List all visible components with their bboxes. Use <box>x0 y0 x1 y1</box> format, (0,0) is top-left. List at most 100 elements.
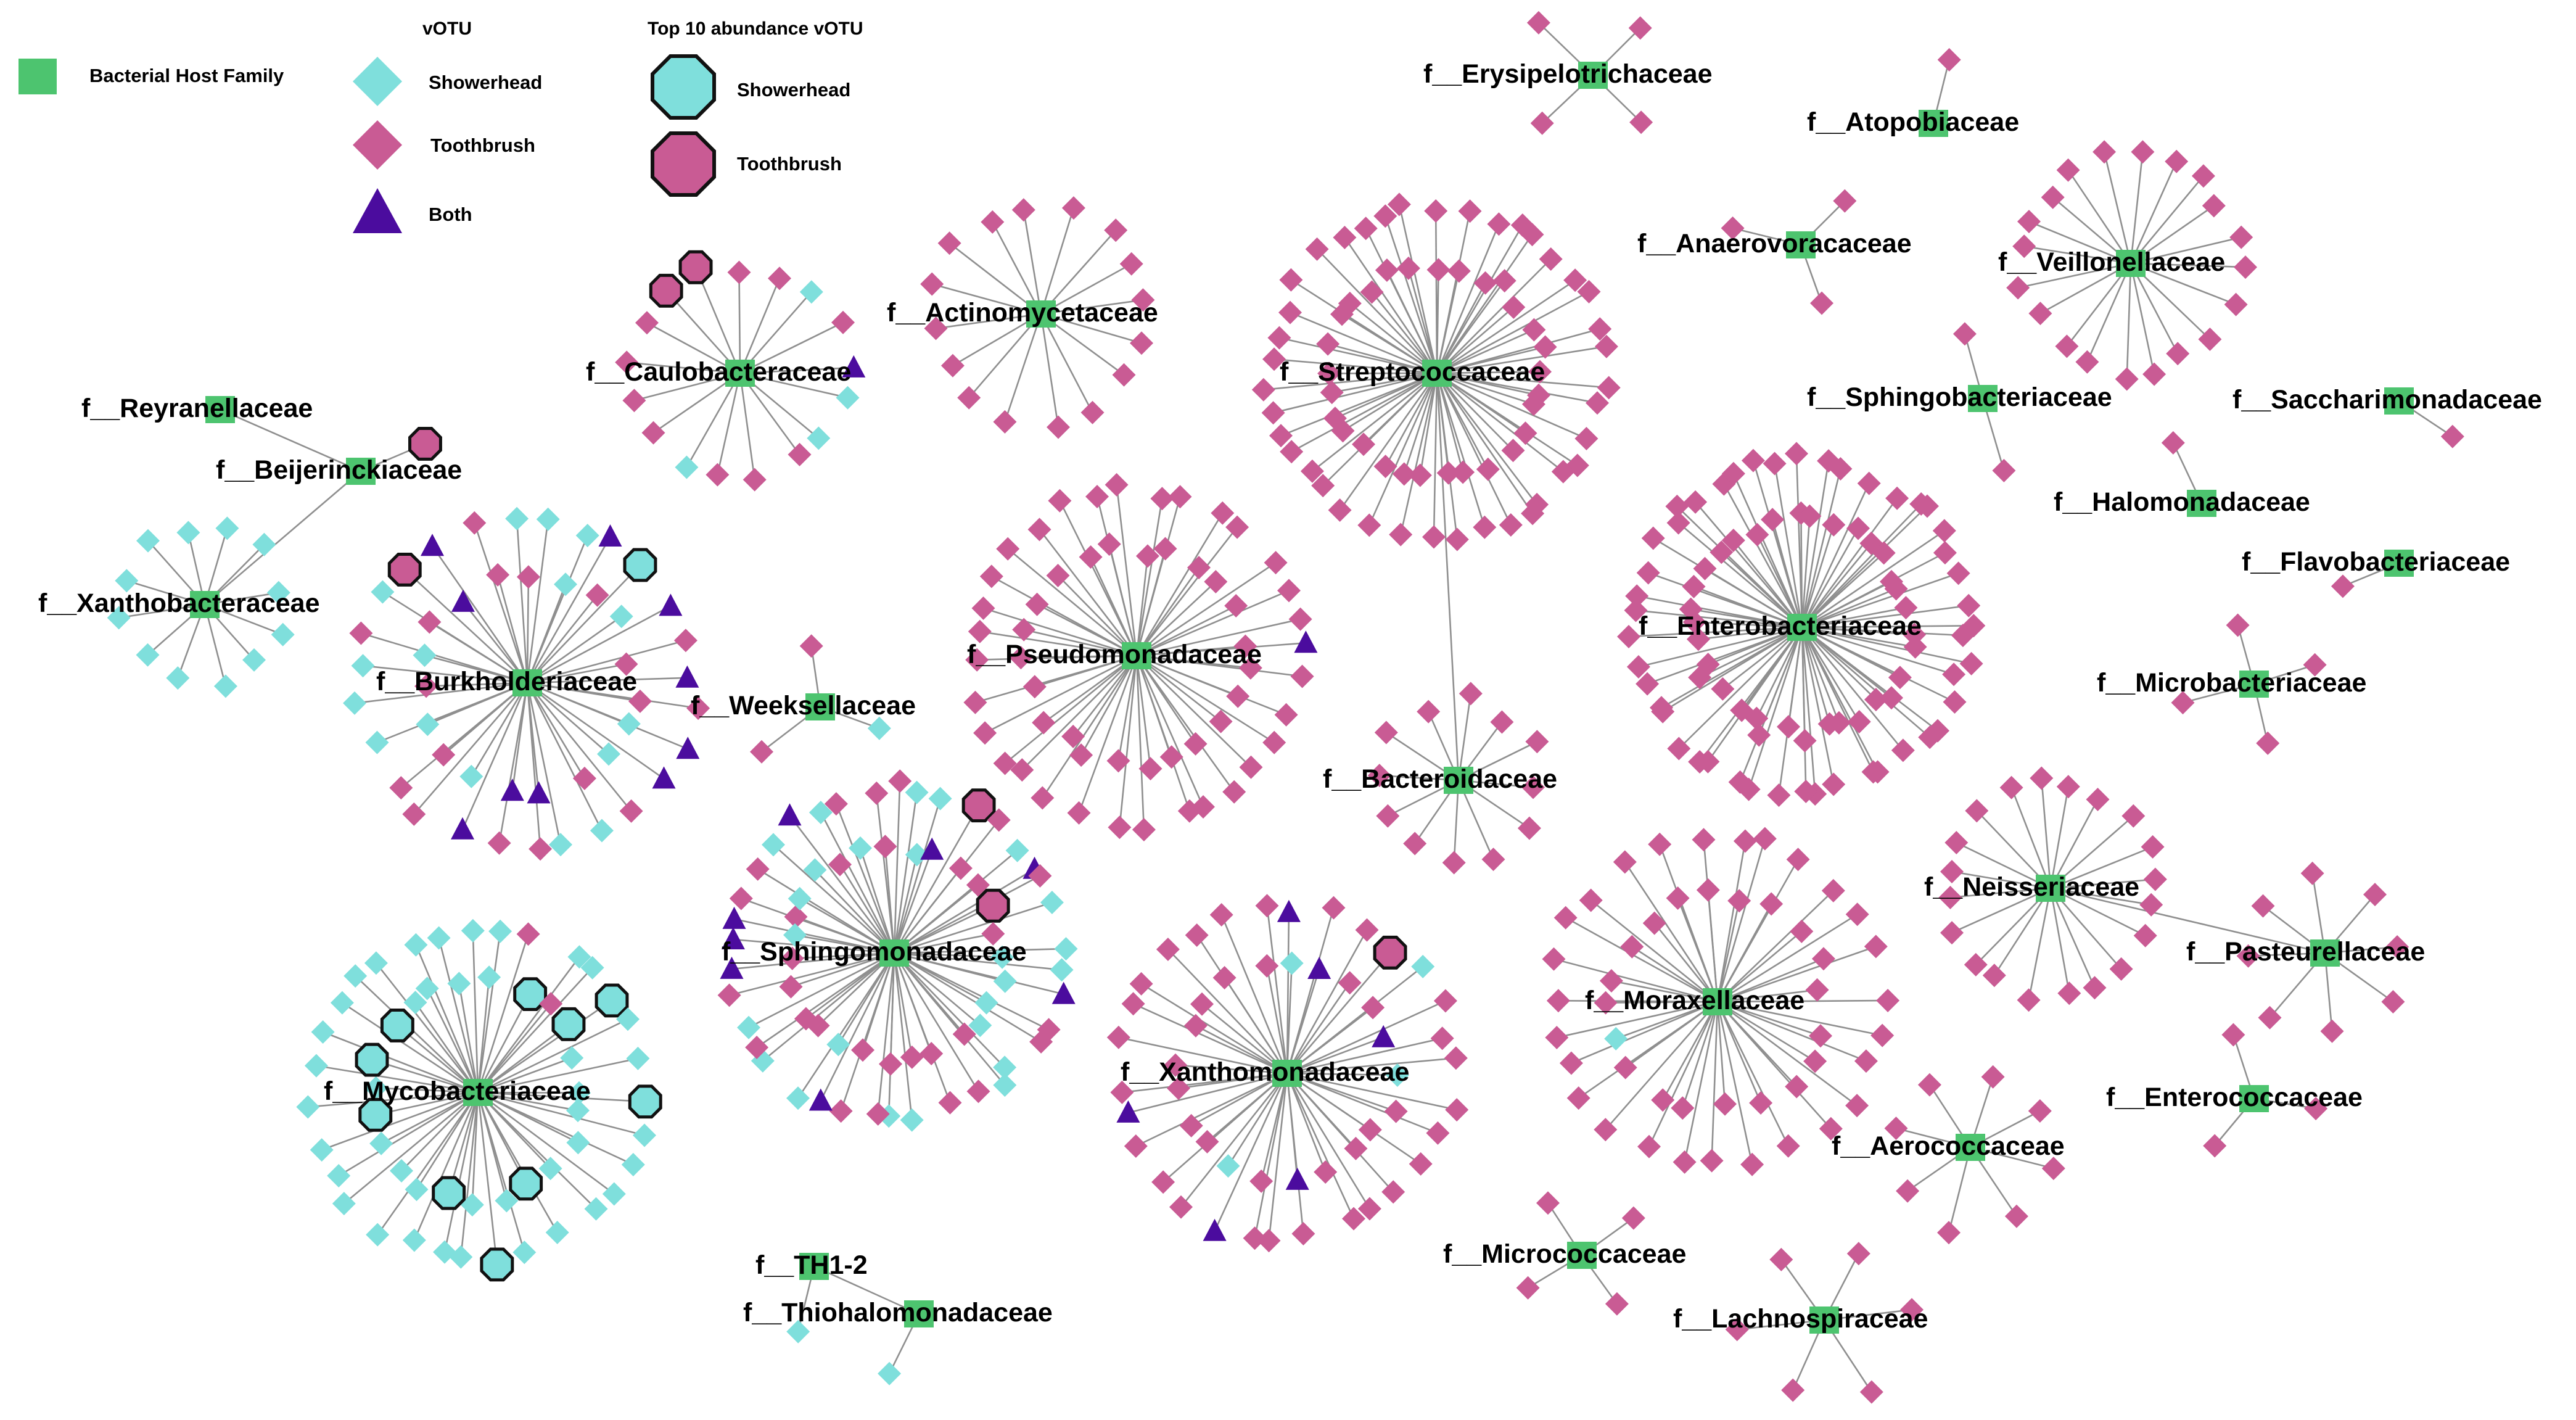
family-label-anaerovoracaceae: f__Anaerovoracaceae <box>1637 229 1912 258</box>
edge-enterobacteriaceae <box>1647 626 1803 685</box>
edge-burkholderiaceae <box>527 682 688 750</box>
votu-toothbrush-diamond <box>1204 570 1228 593</box>
edge-sphingomonadaceae <box>762 952 895 1062</box>
edge-xanthomonadaceae <box>1286 952 1391 1074</box>
votu-showerhead-diamond <box>369 1131 393 1155</box>
edge-burkholderiaceae <box>526 682 603 832</box>
votu-toothbrush-diamond <box>414 674 438 698</box>
edge-actinomycetaceae <box>1040 313 1142 344</box>
edge-sphingomonadaceae <box>894 947 1066 954</box>
votu-toothbrush-diamond <box>1579 888 1603 912</box>
edge-neisseriaceae <box>2050 887 2146 936</box>
edge-actinomycetaceae <box>1040 229 1117 315</box>
edge-streptococcaceae <box>1436 372 1609 389</box>
edge-moraxellaceae <box>1615 1001 1718 1040</box>
edge-streptococcaceae <box>1344 237 1438 374</box>
host-node-microbacteriaceae <box>2239 671 2269 698</box>
edge-mycobacteriaceae <box>426 988 479 1093</box>
edge-mycobacteriaceae <box>477 931 501 1093</box>
votu-toothbrush-diamond <box>1637 1134 1661 1158</box>
votu-toothbrush-diamond <box>1937 47 1961 72</box>
votu-toothbrush-diamond <box>1727 889 1751 913</box>
votu-toothbrush-diamond <box>1195 1129 1219 1154</box>
edge-enterobacteriaceae <box>1801 626 1938 732</box>
votu-toothbrush-diamond <box>1559 1051 1583 1075</box>
votu-toothbrush-diamond <box>851 1038 874 1062</box>
edge-enterobacteriaceae <box>1695 502 1803 628</box>
edge-sphingomonadaceae <box>893 952 913 1120</box>
votu-showerhead-diamond <box>166 666 190 690</box>
votu-toothbrush-diamond <box>432 743 456 767</box>
votu-toothbrush-diamond <box>966 1079 990 1104</box>
votu-toothbrush-diamond <box>1671 1096 1695 1120</box>
votu-top-showerhead-octagon <box>595 983 629 1018</box>
votu-toothbrush-diamond <box>1011 198 1035 222</box>
edge-moraxellaceae <box>1716 1001 1789 1147</box>
votu-both-triangle <box>1307 957 1331 979</box>
votu-toothbrush-diamond <box>743 468 767 492</box>
votu-toothbrush-diamond <box>1320 381 1344 405</box>
edge-mycobacteriaceae <box>477 993 531 1093</box>
votu-toothbrush-diamond <box>745 1036 769 1059</box>
votu-showerhead-diamond <box>554 572 577 596</box>
votu-toothbrush-diamond <box>1119 252 1143 276</box>
votu-toothbrush-diamond <box>706 463 730 487</box>
family-label-beijerinckiaceae: f__Beijerinckiaceae <box>216 455 462 485</box>
host-node-pasteurellaceae <box>2310 939 2340 967</box>
edge-caulobacteraceae <box>738 272 741 374</box>
votu-toothbrush-diamond <box>979 564 1003 588</box>
votu-toothbrush-diamond <box>1624 598 1648 622</box>
votu-toothbrush-diamond <box>641 421 665 445</box>
votu-toothbrush-diamond <box>2055 334 2079 358</box>
votu-showerhead-diamond <box>1005 838 1029 862</box>
edge-burkholderiaceae <box>526 682 541 849</box>
votu-toothbrush-diamond <box>1721 529 1745 552</box>
edge-xanthomonadaceae <box>1128 1072 1288 1114</box>
votu-toothbrush-diamond <box>1375 258 1399 282</box>
votu-toothbrush-diamond <box>1528 360 1552 384</box>
votu-toothbrush-diamond <box>2303 653 2327 677</box>
votu-toothbrush-diamond <box>1278 300 1302 324</box>
edge-sphingomonadaceae <box>894 901 1053 954</box>
votu-showerhead-diamond <box>405 1178 429 1202</box>
edge-xanthomonadaceae <box>1286 1000 1446 1075</box>
votu-toothbrush-diamond <box>1238 656 1262 680</box>
votu-toothbrush-diamond <box>529 837 553 861</box>
edge-sphingomonadaceae <box>748 952 895 1028</box>
edge-mycobacteriaceae <box>472 930 479 1093</box>
votu-top-toothbrush-octagon <box>678 250 713 284</box>
votu-toothbrush-diamond <box>2092 140 2117 164</box>
votu-toothbrush-diamond <box>1932 519 1956 543</box>
votu-top-showerhead-octagon <box>551 1007 586 1041</box>
votu-toothbrush-diamond <box>1933 541 1957 565</box>
votu-toothbrush-diamond <box>831 310 855 334</box>
votu-toothbrush-diamond <box>1794 780 1818 803</box>
votu-toothbrush-diamond <box>1711 677 1735 701</box>
edge-enterobacteriaceae <box>1801 626 1954 675</box>
edge-sphingomonadaceae <box>820 812 895 954</box>
votu-toothbrush-diamond <box>1209 709 1233 733</box>
edge-pseudomonadaceae <box>1135 513 1224 656</box>
edge-xanthomonadaceae <box>1286 907 1335 1074</box>
votu-showerhead-diamond <box>107 606 131 630</box>
votu-showerhead-diamond <box>545 1221 569 1244</box>
votu-toothbrush-diamond <box>1577 279 1601 303</box>
votu-toothbrush-diamond <box>516 565 540 589</box>
votu-showerhead-diamond <box>304 1054 328 1078</box>
votu-toothbrush-diamond <box>1829 457 1853 481</box>
votu-toothbrush-diamond <box>794 1007 818 1031</box>
votu-toothbrush-diamond <box>2083 976 2107 1000</box>
votu-toothbrush-diamond <box>1061 724 1085 748</box>
edge-enterobacteriaceae <box>1801 605 1969 629</box>
edge-burkholderiaceae <box>471 682 529 777</box>
votu-toothbrush-diamond <box>1642 911 1666 935</box>
votu-toothbrush-diamond <box>1426 1121 1450 1145</box>
votu-toothbrush-diamond <box>402 802 426 826</box>
votu-showerhead-diamond <box>788 886 812 910</box>
edge-xanthomonadaceae <box>1286 929 1368 1074</box>
votu-showerhead-diamond <box>617 712 641 736</box>
votu-toothbrush-diamond <box>1233 634 1257 658</box>
edge-pseudomonadaceae <box>1136 618 1301 657</box>
votu-toothbrush-diamond <box>1444 1046 1468 1070</box>
link-reyranellaceae-beijerinckiaceae <box>220 408 361 473</box>
